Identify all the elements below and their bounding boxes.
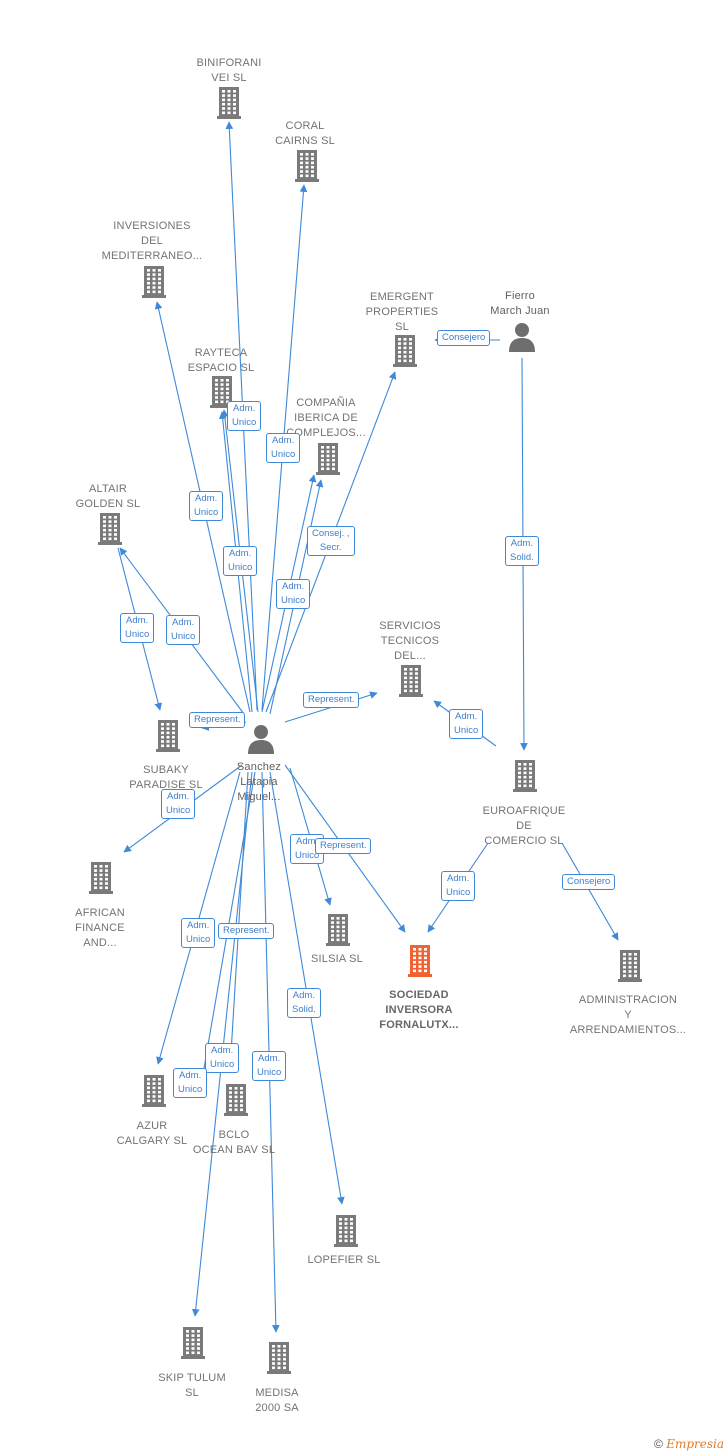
edge-label-fierro-to-euroafrique: Adm. Solid. xyxy=(505,536,539,566)
edge-label-euroafrique-to-servicios: Adm. Unico xyxy=(449,709,484,739)
node-label-african[interactable]: AFRICAN FINANCE AND... xyxy=(75,907,125,949)
edge-euroafrique-to-administracion xyxy=(561,842,619,941)
building-icon[interactable] xyxy=(224,1082,248,1121)
edge-label-euroafrique-to-administracion: Consejero xyxy=(562,874,616,890)
building-icon[interactable] xyxy=(181,1325,205,1364)
building-icon[interactable] xyxy=(142,264,166,303)
node-label-servicios[interactable]: SERVICIOS TECNICOS DEL... xyxy=(379,620,441,662)
node-label-euroafrique[interactable]: EUROAFRIQUE DE COMERCIO SL xyxy=(482,805,566,847)
building-icon[interactable] xyxy=(513,758,537,797)
node-label-subaky[interactable]: SUBAKY PARADISE SL xyxy=(129,764,203,791)
edge-sanchez-to-bclo xyxy=(226,771,249,1071)
building-icon[interactable] xyxy=(295,148,319,187)
building-icon[interactable] xyxy=(267,1340,291,1379)
node-label-biniforani[interactable]: BINIFORANI VEI SL xyxy=(196,57,262,84)
edge-label-euroafrique-to-sociedad: Adm. Unico xyxy=(441,871,476,901)
edge-label-sanchez-to-rayteca: Adm. Unico xyxy=(223,546,258,576)
building-icon[interactable] xyxy=(334,1213,358,1252)
edge-label-sanchez-to-compania: Adm. Unico xyxy=(266,433,301,463)
node-label-sanchez[interactable]: Sanchez Latapia Miguel... xyxy=(236,761,282,803)
node-label-inversiones[interactable]: INVERSIONES DEL MEDITERRANEO... xyxy=(101,220,203,262)
node-label-compania[interactable]: COMPAÑIA IBERICA DE COMPLEJOS... xyxy=(286,397,366,439)
person-icon[interactable] xyxy=(246,724,276,759)
edge-label-sanchez-to-sociedad: Represent. xyxy=(315,838,372,854)
edge-label-sanchez-to-compania: Adm. Unico xyxy=(276,579,311,609)
edge-label-sanchez-to-emergent: Consej. , Secr. xyxy=(307,526,355,556)
building-icon[interactable] xyxy=(142,1073,166,1112)
node-label-coral[interactable]: CORAL CAIRNS SL xyxy=(275,120,335,147)
building-icon[interactable] xyxy=(326,912,350,951)
node-label-medisa[interactable]: MEDISA 2000 SA xyxy=(255,1387,299,1414)
building-icon[interactable] xyxy=(210,374,234,413)
node-label-altair[interactable]: ALTAIR GOLDEN SL xyxy=(75,483,141,510)
watermark: © Empresia xyxy=(654,1437,724,1451)
building-icon[interactable] xyxy=(89,860,113,899)
edge-label-sanchez-to-rayteca: Adm. Unico xyxy=(227,401,262,431)
node-label-silsia[interactable]: SILSIA SL xyxy=(311,953,363,965)
edge-label-sanchez-to-azur: Adm. Unico xyxy=(181,918,216,948)
node-label-lopefier[interactable]: LOPEFIER SL xyxy=(307,1254,381,1266)
edge-label-sanchez-to-silsia: Adm. Unico xyxy=(290,834,325,864)
node-label-rayteca[interactable]: RAYTECA ESPACIO SL xyxy=(187,347,255,374)
edge-label-sanchez-to-medisa: Adm. Unico xyxy=(252,1051,287,1081)
edge-label-sanchez-to-african: Adm. Unico xyxy=(161,789,196,819)
building-icon[interactable] xyxy=(408,943,432,982)
brand-name: Empresia xyxy=(666,1437,724,1451)
building-icon[interactable] xyxy=(618,948,642,987)
node-label-sociedad[interactable]: SOCIEDAD INVERSORA FORNALUTX... xyxy=(379,989,459,1031)
node-label-azur[interactable]: AZUR CALGARY SL xyxy=(116,1120,188,1147)
edge-label-sanchez-to-subaky: Represent. xyxy=(189,712,246,728)
edge-label-sanchez-to-altair: Adm. Unico xyxy=(120,613,155,643)
building-icon[interactable] xyxy=(316,441,340,480)
edge-label-sanchez-to-skip: Adm. Unico xyxy=(173,1068,208,1098)
copyright-symbol: © xyxy=(654,1437,663,1451)
edge-label-sanchez-to-lopefier: Adm. Solid. xyxy=(287,988,321,1018)
edge-label-sanchez-to-skip: Represent. xyxy=(218,923,275,939)
edge-label-fierro-to-emergent: Consejero xyxy=(437,330,491,346)
building-icon[interactable] xyxy=(156,718,180,757)
building-icon[interactable] xyxy=(393,333,417,372)
building-icon[interactable] xyxy=(217,85,241,124)
node-label-bclo[interactable]: BCLO OCEAN BAV SL xyxy=(192,1129,276,1156)
edge-label-sanchez-to-bclo: Adm. Unico xyxy=(205,1043,240,1073)
person-icon[interactable] xyxy=(507,322,537,357)
node-label-fierro[interactable]: Fierro March Juan xyxy=(490,290,550,317)
edge-label-sanchez-to-servicios: Represent. xyxy=(303,692,360,708)
edge-label-sanchez-to-inversiones: Adm. Unico xyxy=(189,491,224,521)
node-label-skip[interactable]: SKIP TULUM SL xyxy=(158,1372,226,1399)
building-icon[interactable] xyxy=(98,511,122,550)
node-label-emergent[interactable]: EMERGENT PROPERTIES SL xyxy=(365,291,439,333)
edge-label-altair-to-subaky: Adm. Unico xyxy=(166,615,201,645)
building-icon[interactable] xyxy=(399,663,423,702)
node-label-administracion[interactable]: ADMINISTRACION Y ARRENDAMIENTOS... xyxy=(569,994,687,1036)
